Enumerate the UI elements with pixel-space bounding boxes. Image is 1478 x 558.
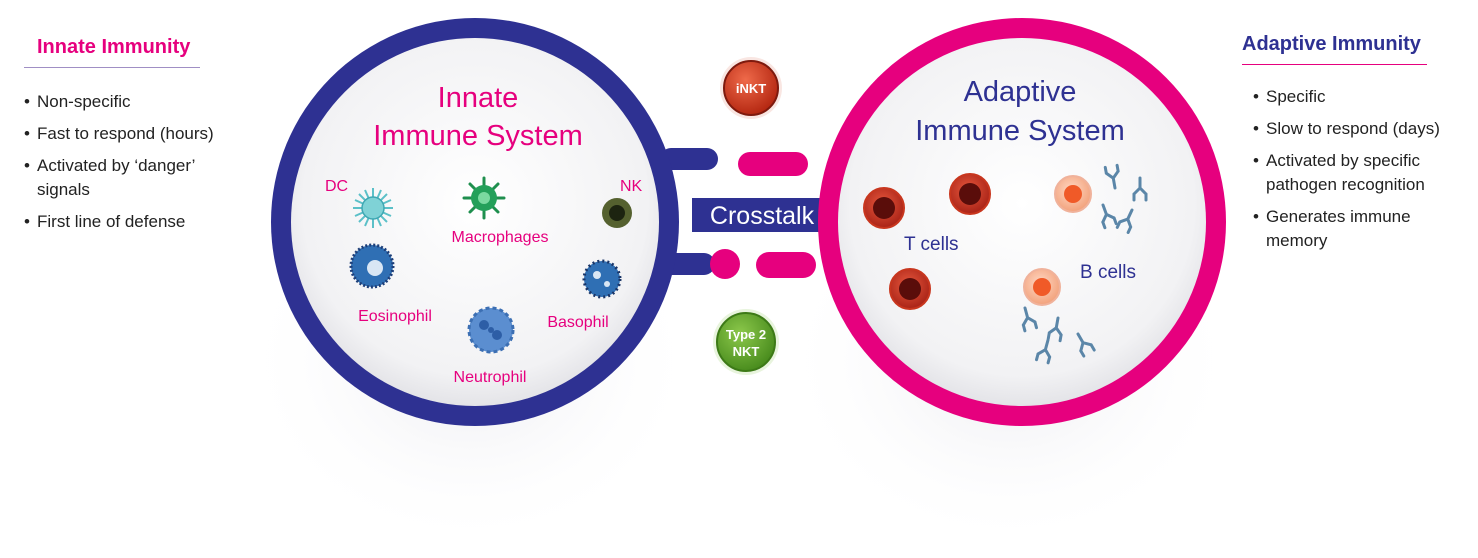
list-item: Generates immune memory bbox=[1253, 205, 1446, 253]
b-cell-icon bbox=[1054, 175, 1092, 213]
list-item: Fast to respond (hours) bbox=[24, 122, 259, 146]
t-cells-label: T cells bbox=[904, 234, 959, 255]
basophil-cell-icon bbox=[582, 259, 622, 299]
neutrophil-cell-icon bbox=[467, 306, 515, 354]
macrophages-label: Macrophages bbox=[452, 229, 549, 246]
adaptive-title-line2: Immune System bbox=[915, 115, 1125, 147]
list-item: Activated by ‘danger’ signals bbox=[24, 154, 242, 202]
innate-circle bbox=[291, 38, 659, 406]
b-cell-icon bbox=[1023, 268, 1061, 306]
dc-cell-icon bbox=[353, 188, 393, 228]
adaptive-immunity-panel: Adaptive Immunity Specific Slow to respo… bbox=[1242, 32, 1478, 261]
macrophage-cell-icon bbox=[462, 176, 506, 220]
adaptive-circle bbox=[838, 38, 1206, 406]
b-cells-label: B cells bbox=[1080, 262, 1136, 283]
eosinophil-cell-icon bbox=[349, 243, 395, 289]
nk-cell-icon bbox=[602, 198, 632, 228]
adaptive-connector-bottom bbox=[756, 252, 816, 278]
adaptive-connector-top bbox=[738, 152, 808, 176]
adaptive-immunity-list: Specific Slow to respond (days) Activate… bbox=[1253, 85, 1478, 253]
inkt-cell-icon bbox=[720, 57, 782, 119]
innate-title-line1: Innate bbox=[438, 82, 519, 114]
list-item: First line of defense bbox=[24, 210, 259, 234]
basophil-label: Basophil bbox=[547, 314, 608, 331]
list-item: Slow to respond (days) bbox=[1253, 117, 1478, 141]
innate-connector-top bbox=[660, 148, 718, 170]
innate-immunity-list: Non-specific Fast to respond (hours) Act… bbox=[24, 90, 259, 234]
t-cell-icon bbox=[949, 173, 991, 215]
adaptive-immunity-heading: Adaptive Immunity bbox=[1242, 32, 1427, 65]
dc-label: DC bbox=[325, 178, 348, 195]
list-item: Non-specific bbox=[24, 90, 259, 114]
innate-immunity-heading: Innate Immunity bbox=[24, 35, 201, 68]
list-item: Activated by specific pathogen recogniti… bbox=[1253, 149, 1466, 197]
type2-nkt-label-line1: Type 2 bbox=[726, 327, 766, 342]
adaptive-connector-dot bbox=[710, 249, 740, 279]
t-cell-icon bbox=[889, 268, 931, 310]
neutrophil-label: Neutrophil bbox=[454, 369, 527, 386]
crosstalk-label: Crosstalk bbox=[710, 202, 815, 230]
nk-label: NK bbox=[620, 178, 643, 195]
type2-nkt-label-line2: NKT bbox=[733, 344, 760, 359]
innate-title-line2: Immune System bbox=[373, 120, 583, 152]
inkt-label: iNKT bbox=[736, 81, 766, 96]
type2-nkt-cell-icon bbox=[713, 309, 779, 375]
innate-immunity-panel: Innate Immunity Non-specific Fast to res… bbox=[24, 35, 259, 242]
adaptive-title-line1: Adaptive bbox=[964, 76, 1077, 108]
list-item: Specific bbox=[1253, 85, 1478, 109]
crosstalk-bar bbox=[692, 198, 840, 232]
t-cell-icon bbox=[863, 187, 905, 229]
eosinophil-label: Eosinophil bbox=[358, 308, 432, 325]
